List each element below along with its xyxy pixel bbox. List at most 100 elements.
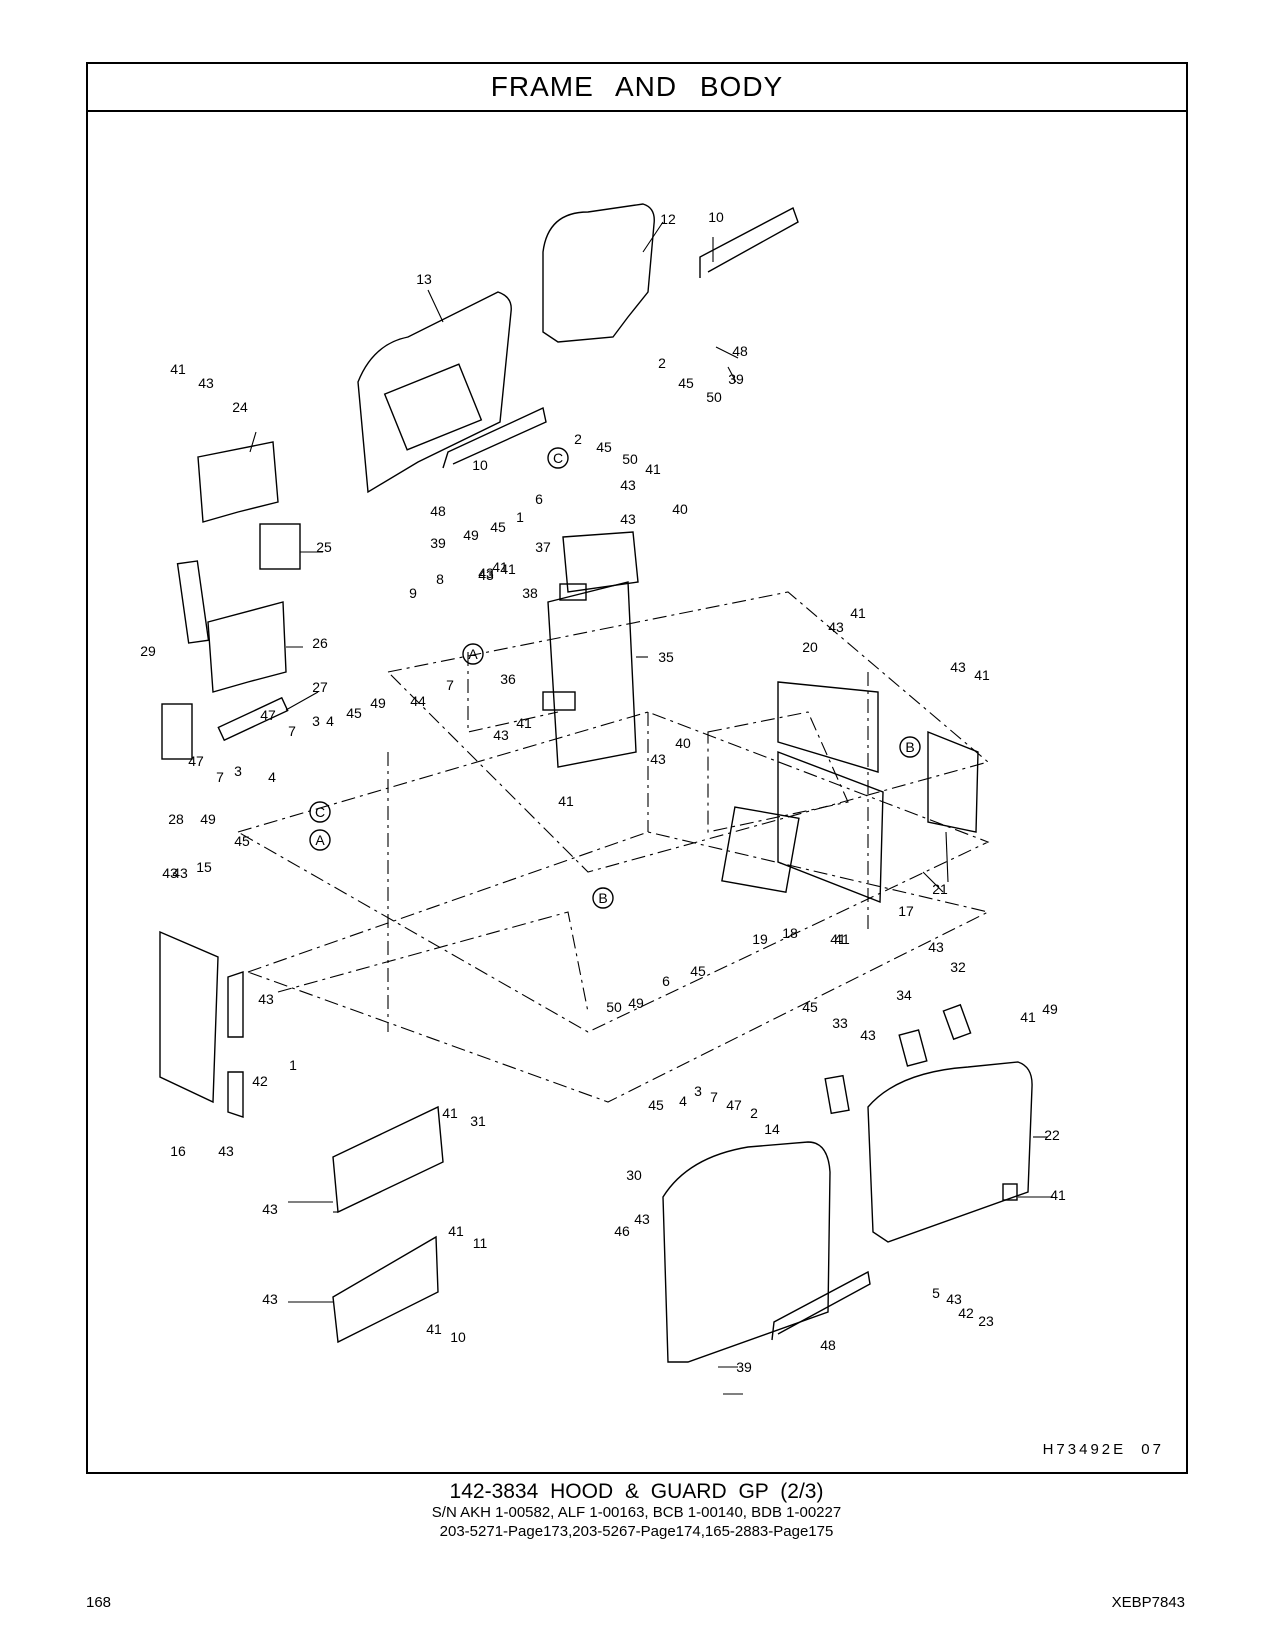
callout-label-41: 41 (830, 931, 846, 947)
callout-label-41: 41 (442, 1105, 458, 1121)
callout-label-6: 6 (535, 491, 543, 507)
callout-label-30: 30 (626, 1167, 642, 1183)
callout-label-43: 43 (928, 939, 944, 955)
document-id: XEBP7843 (1111, 1594, 1185, 1611)
callout-label-45: 45 (596, 439, 612, 455)
callout-label-7: 7 (216, 769, 224, 785)
callout-label-19: 19 (752, 931, 768, 947)
callout-label-13: 13 (416, 271, 432, 287)
callout-label-50: 50 (606, 999, 622, 1015)
pad-25 (259, 523, 301, 570)
callout-label-29: 29 (140, 643, 156, 659)
callout-label-39: 39 (736, 1359, 752, 1375)
handle-10-top (699, 207, 799, 278)
callout-label-47: 47 (726, 1097, 742, 1113)
callout-label-41: 41 (645, 461, 661, 477)
view-marker-circle (309, 801, 331, 823)
callout-label-50: 50 (622, 451, 638, 467)
callout-label-49: 49 (463, 527, 479, 543)
callout-label-41: 41 (1050, 1187, 1066, 1203)
bracket-24 (197, 441, 279, 523)
callout-label-47: 47 (188, 753, 204, 769)
callout-label-49: 49 (370, 695, 386, 711)
callout-label-2: 2 (658, 355, 666, 371)
illustration-code: H73492E 07 (1042, 1441, 1164, 1458)
callout-label-10: 10 (472, 457, 488, 473)
callout-label-5: 5 (932, 1285, 940, 1301)
callout-label-48: 48 (430, 503, 446, 519)
guard-14 (159, 930, 219, 1104)
callout-label-41: 41 (492, 559, 508, 575)
callout-label-43: 43 (258, 991, 274, 1007)
view-marker-A: A (468, 646, 478, 662)
callout-label-43: 43 (650, 751, 666, 767)
leader-lines (249, 221, 1053, 1395)
view-marker-B: B (905, 739, 914, 755)
callout-label-6: 6 (662, 973, 670, 989)
callout-label-41: 41 (426, 1321, 442, 1337)
callout-label-48: 48 (820, 1337, 836, 1353)
cover-22 (332, 1105, 444, 1214)
view-marker-circle (592, 887, 614, 909)
callout-label-46: 46 (614, 1223, 630, 1239)
callout-label-42: 42 (958, 1305, 974, 1321)
block-38 (559, 583, 587, 601)
callout-label-42: 42 (252, 1073, 268, 1089)
callout-label-36: 36 (500, 671, 516, 687)
caption-references: 203-5271-Page173,203-5267-Page174,165-28… (439, 1523, 834, 1540)
callout-label-24: 24 (232, 399, 248, 415)
callout-label-40: 40 (675, 735, 691, 751)
callout-label-1: 1 (289, 1057, 297, 1073)
callout-label-12: 12 (660, 211, 676, 227)
callout-label-14: 14 (764, 1121, 780, 1137)
callout-label-39: 39 (728, 371, 744, 387)
handle-10-bottom (771, 1270, 871, 1341)
callout-label-45: 45 (802, 999, 818, 1015)
callout-label-28: 28 (168, 811, 184, 827)
callout-label-11: 11 (473, 1235, 488, 1251)
callout-label-7: 7 (446, 677, 454, 693)
callout-label-44: 44 (410, 693, 426, 709)
callout-label-41: 41 (834, 931, 850, 947)
cover-23 (332, 1235, 439, 1344)
callout-label-26: 26 (312, 635, 328, 651)
view-marker-circle (899, 736, 921, 758)
diagram-svg: 1210134839414324245502455010648394945141… (140, 203, 1066, 1395)
callout-label-39: 39 (430, 535, 446, 551)
block-36 (542, 691, 576, 711)
callout-label-21: 21 (932, 881, 948, 897)
handle-10-mid (442, 406, 547, 469)
callout-label-48: 48 (732, 343, 748, 359)
callout-label-49: 49 (1042, 1001, 1058, 1017)
page-title: FRAME AND BODY (88, 64, 1186, 112)
callout-label-43: 43 (262, 1291, 278, 1307)
view-marker-C: C (315, 804, 325, 820)
callout-label-35: 35 (658, 649, 674, 665)
callout-label-45: 45 (648, 1097, 664, 1113)
callout-label-34: 34 (896, 987, 912, 1003)
callout-label-43: 43 (262, 1201, 278, 1217)
callout-label-43: 43 (172, 865, 188, 881)
callout-label-38: 38 (522, 585, 538, 601)
callout-label-43: 43 (828, 619, 844, 635)
machine-frame-outline (236, 591, 990, 1103)
callout-label-43: 43 (218, 1143, 234, 1159)
duct-33 (942, 1003, 972, 1041)
callout-label-23: 23 (978, 1313, 994, 1329)
callout-label-7: 7 (710, 1089, 718, 1105)
callout-label-45: 45 (690, 963, 706, 979)
callout-label-43: 43 (493, 727, 509, 743)
callout-label-10: 10 (450, 1329, 466, 1345)
callout-label-10: 10 (708, 209, 724, 225)
callout-label-3: 3 (234, 763, 242, 779)
block-28 (161, 703, 193, 760)
bracket-16 (227, 1071, 244, 1118)
strip-27 (217, 696, 289, 742)
callout-label-45: 45 (346, 705, 362, 721)
callout-label-15: 15 (196, 859, 212, 875)
side-door-31 (867, 1061, 1033, 1243)
diagram-frame: FRAME AND BODY (86, 62, 1188, 1474)
callout-label-41: 41 (974, 667, 990, 683)
